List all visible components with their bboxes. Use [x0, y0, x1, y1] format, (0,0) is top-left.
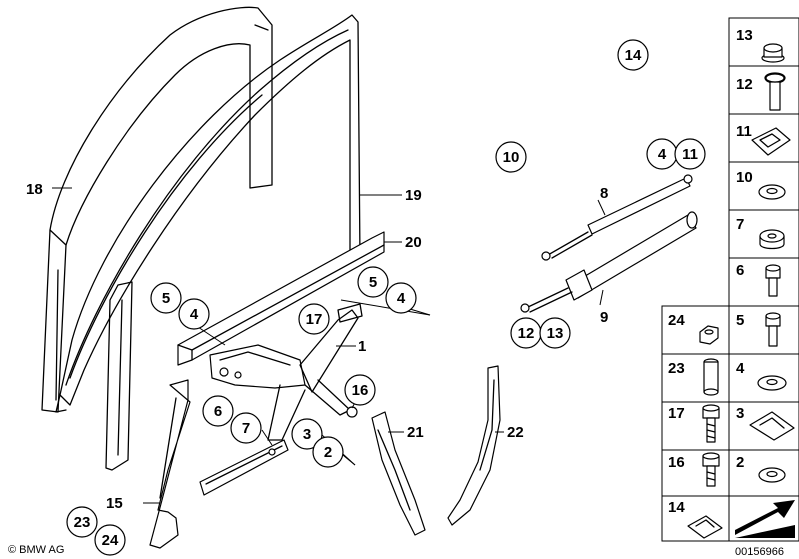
callout-11: 11 [674, 138, 706, 170]
legend-label-7: 7 [736, 216, 744, 233]
bolt-icon [764, 72, 786, 111]
legend-label-24: 24 [668, 312, 685, 329]
callout-16: 16 [344, 374, 376, 406]
clip-icon [687, 515, 723, 539]
part-18-frame-trim [41, 6, 273, 413]
callout-3: 3 [291, 418, 323, 450]
svg-text:24: 24 [102, 532, 119, 549]
part-lower-guide-left [105, 281, 133, 471]
callout-5: 5 [150, 282, 182, 314]
legend-label-2: 2 [736, 454, 744, 471]
legend-label-12: 12 [736, 76, 753, 93]
hex-nut-icon [699, 325, 719, 345]
hex-bolt-icon [702, 404, 720, 443]
flat-washer-icon [757, 375, 787, 391]
callout-7: 7 [230, 412, 262, 444]
legend-label-5: 5 [736, 312, 744, 329]
callout-6: 6 [202, 395, 234, 427]
svg-text:23: 23 [74, 514, 91, 531]
callout-10: 10 [495, 141, 527, 173]
legend-label-6: 6 [736, 262, 744, 279]
image-number: 00156966 [735, 546, 784, 558]
part-21-guide [371, 411, 426, 536]
part-9-gas-strut [520, 211, 698, 313]
part-1-window-regulator [209, 303, 363, 441]
legend-label-13: 13 [736, 27, 753, 44]
label-9: 9 [600, 309, 608, 326]
svg-text:12: 12 [518, 325, 535, 342]
pin-icon [703, 358, 719, 396]
callout-14: 14 [617, 39, 649, 71]
part-15-bracket [149, 379, 191, 549]
label-8: 8 [600, 185, 608, 202]
label-20: 20 [405, 234, 422, 251]
svg-text:4: 4 [658, 146, 667, 163]
legend-right-column: 13 12 11 10 7 6 5 4 3 2 [728, 17, 799, 542]
legend-label-17: 17 [668, 405, 685, 422]
clamp-clip-icon [749, 411, 795, 441]
callout-4: 4 [646, 138, 678, 170]
flange-bolt-icon [702, 452, 720, 487]
copyright-text: © BMW AG [8, 544, 64, 556]
callout-4: 4 [178, 298, 210, 330]
svg-text:6: 6 [214, 403, 222, 420]
legend-label-3: 3 [736, 405, 744, 422]
svg-text:4: 4 [190, 306, 199, 323]
legend-label-4: 4 [736, 360, 745, 377]
label-21: 21 [407, 424, 424, 441]
screw-icon [765, 312, 781, 347]
callout-4: 4 [385, 282, 417, 314]
callout-13: 13 [539, 317, 571, 349]
spacer-icon [759, 229, 785, 250]
svg-text:3: 3 [303, 426, 311, 443]
svg-text:5: 5 [369, 274, 377, 291]
svg-text:2: 2 [324, 444, 332, 461]
arrow-symbol-icon [735, 500, 795, 538]
svg-text:10: 10 [503, 149, 520, 166]
callout-17: 17 [298, 303, 330, 335]
svg-text:16: 16 [352, 382, 369, 399]
svg-text:4: 4 [397, 290, 406, 307]
svg-text:13: 13 [547, 325, 564, 342]
legend-label-16: 16 [668, 454, 685, 471]
legend-label-10: 10 [736, 169, 753, 186]
short-bolt-icon [765, 264, 781, 297]
svg-text:14: 14 [625, 47, 642, 64]
label-15: 15 [106, 495, 123, 512]
callout-24: 24 [94, 524, 126, 556]
legend-left-column: 24 23 17 16 14 [661, 305, 730, 542]
legend-label-23: 23 [668, 360, 685, 377]
label-18: 18 [26, 181, 43, 198]
callout-12: 12 [510, 317, 542, 349]
legend-label-14: 14 [668, 499, 685, 516]
part-8-gas-strut [541, 174, 693, 261]
legend-label-11: 11 [736, 123, 752, 140]
callout-2: 2 [312, 436, 344, 468]
svg-text:11: 11 [682, 146, 698, 163]
part-20-sill-rail [177, 231, 385, 366]
callout-23: 23 [66, 506, 98, 538]
svg-text:7: 7 [242, 420, 250, 437]
standalone-labels: 18 19 20 1 21 22 15 8 9 [26, 181, 608, 512]
part-22-guide [447, 365, 501, 526]
circled-labels: 14 10 4 11 5 4 5 4 17 12 13 16 6 7 3 2 2… [66, 39, 706, 556]
washer-icon [758, 184, 786, 200]
small-washer-icon [758, 467, 786, 483]
callout-5: 5 [357, 266, 389, 298]
label-22: 22 [507, 424, 524, 441]
svg-text:5: 5 [162, 290, 170, 307]
label-19: 19 [405, 187, 422, 204]
label-1: 1 [358, 338, 366, 355]
svg-text:17: 17 [306, 311, 323, 328]
nut-icon [761, 43, 785, 63]
part-regulator-slide [199, 439, 289, 496]
part-19-window-seal [55, 14, 361, 413]
clip-nut-icon [751, 127, 791, 156]
